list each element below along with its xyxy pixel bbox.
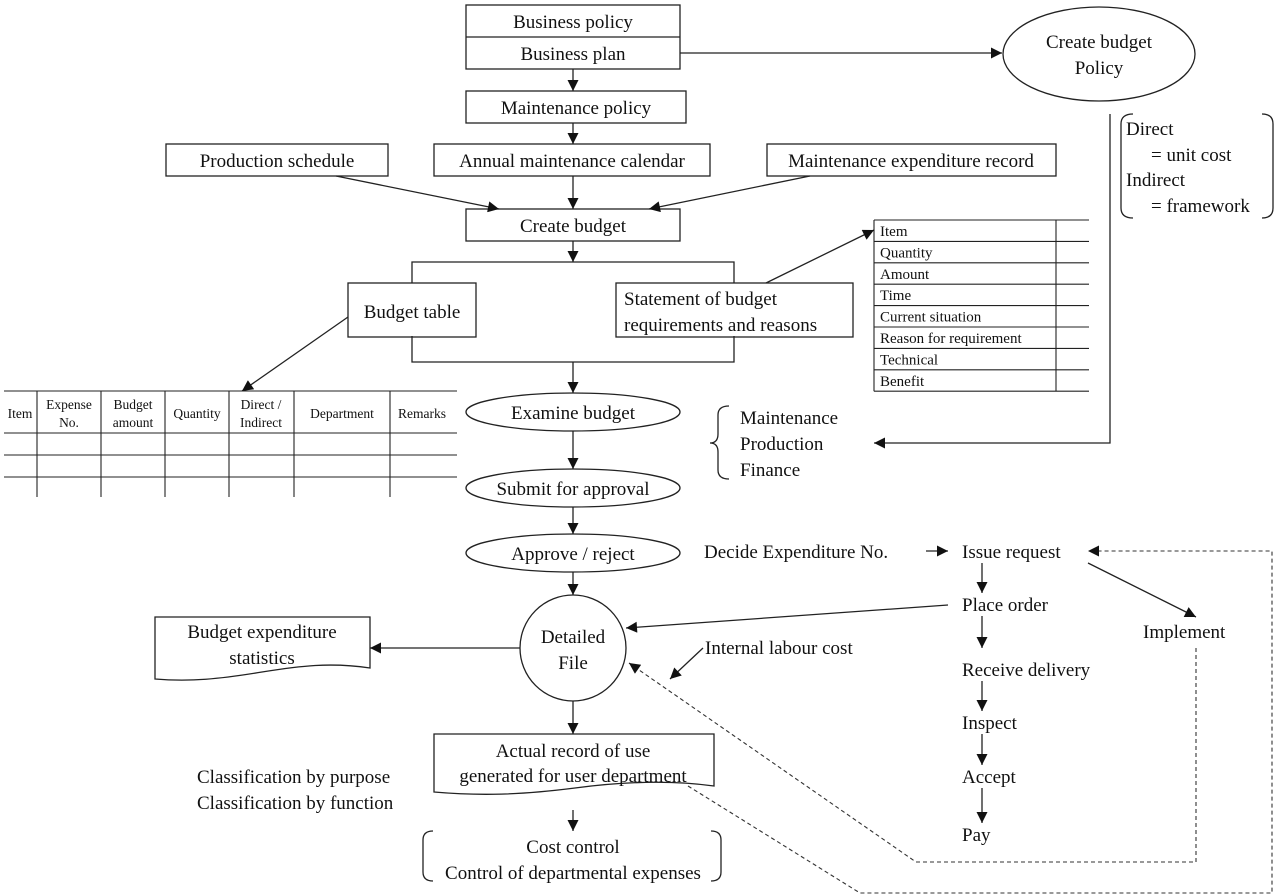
inspect-label: Inspect (962, 713, 1018, 734)
stats-label-2: statistics (229, 648, 294, 669)
col-direct-indirect-1: Direct / (241, 397, 282, 412)
create-budget-policy-ellipse (1002, 6, 1196, 102)
policy-note-brace-right (1261, 113, 1274, 219)
col-quantity: Quantity (173, 406, 220, 421)
policy-note-brace-left (1120, 113, 1134, 219)
detailed-file-label-2: File (558, 653, 588, 674)
issue-request-label: Issue request (962, 542, 1061, 563)
cost-control-label-1: Cost control (526, 837, 619, 858)
classification-purpose-label: Classification by purpose (197, 767, 390, 788)
policy-note-direct-value: = unit cost (1151, 145, 1232, 166)
statement-item-label: Reason for requirement (880, 331, 1022, 347)
examiner-maintenance: Maintenance (740, 408, 838, 429)
arrow-record-to-create-budget (648, 175, 811, 213)
actual-record-label-1: Actual record of use (496, 741, 651, 762)
arrow-policy-to-examiners (874, 114, 1111, 449)
col-item: Item (8, 406, 33, 421)
examiner-production: Production (740, 434, 824, 455)
statement-box (615, 282, 854, 338)
place-order-label: Place order (962, 595, 1049, 616)
stats-document-shape (154, 616, 371, 681)
actual-record-document-shape (433, 733, 715, 795)
examine-budget-label: Examine budget (511, 403, 636, 424)
col-direct-indirect-2: Indirect (240, 415, 282, 430)
statement-item-label: Amount (880, 267, 930, 283)
dashed-implement-to-file (628, 648, 1197, 863)
maintenance-policy-label: Maintenance policy (501, 98, 652, 119)
col-budget-amount-2: amount (113, 415, 154, 430)
statement-item-label: Current situation (880, 310, 982, 326)
statement-items-table (873, 219, 1089, 392)
col-department: Department (310, 406, 374, 421)
col-remarks: Remarks (398, 406, 446, 421)
cost-control-bracket-left (422, 830, 434, 882)
col-expense-no-2: No. (59, 415, 79, 430)
production-schedule-label: Production schedule (200, 151, 355, 172)
expenditure-record-box (766, 143, 1057, 177)
statement-item-label: Item (880, 224, 908, 240)
approve-reject-label: Approve / reject (511, 544, 635, 565)
policy-note-direct: Direct (1126, 119, 1174, 140)
col-expense-no-1: Expense (46, 397, 92, 412)
annual-calendar-label: Annual maintenance calendar (459, 151, 685, 172)
business-policy-label: Business policy (513, 12, 633, 33)
statement-label-2: requirements and reasons (624, 315, 817, 336)
budget-table-label: Budget table (364, 302, 461, 323)
statement-item-label: Benefit (880, 374, 925, 390)
arrow-statement-to-items (765, 229, 875, 284)
arrow-budget-table-to-grid (241, 316, 349, 392)
actual-record-label-2: generated for user department (459, 766, 687, 787)
examiners-brace (709, 405, 730, 480)
arrow-labour-cost-to-file (669, 647, 704, 680)
arrow-schedule-to-create-budget (335, 175, 500, 213)
submit-approval-label: Submit for approval (496, 479, 649, 500)
policy-note-indirect: Indirect (1126, 170, 1186, 191)
detailed-file-label-1: Detailed (541, 627, 606, 648)
budget-table-box (347, 282, 477, 338)
maintenance-policy-box (465, 90, 687, 124)
arrow-issue-to-implement (1087, 562, 1197, 618)
decide-expenditure-label: Decide Expenditure No. (704, 542, 888, 563)
col-budget-amount-1: Budget (114, 397, 153, 412)
statement-label-1: Statement of budget (624, 289, 778, 310)
receive-delivery-label: Receive delivery (962, 660, 1091, 681)
arrow-order-to-file (625, 604, 949, 633)
production-schedule-box (165, 143, 389, 177)
cost-control-bracket-right (710, 830, 722, 882)
split-bracket-top (411, 261, 735, 283)
annual-calendar-box (433, 143, 711, 177)
budget-table-grid (4, 390, 457, 497)
expenditure-record-label: Maintenance expenditure record (788, 151, 1034, 172)
pay-label: Pay (962, 825, 991, 846)
business-plan-label: Business plan (520, 44, 626, 65)
stats-label-1: Budget expenditure (187, 622, 336, 643)
statement-item-label: Quantity (880, 245, 933, 261)
accept-label: Accept (962, 767, 1017, 788)
implement-label: Implement (1143, 622, 1226, 643)
dashed-actual-to-issue (687, 545, 1273, 894)
examiner-finance: Finance (740, 460, 800, 481)
create-budget-label: Create budget (520, 216, 627, 237)
budget-policy-label-1: Create budget (1046, 32, 1153, 53)
cost-control-label-2: Control of departmental expenses (445, 863, 701, 884)
statement-item-label: Time (880, 288, 911, 304)
detailed-file-circle (519, 594, 627, 702)
budget-policy-label-2: Policy (1075, 58, 1124, 79)
internal-labour-cost-label: Internal labour cost (705, 638, 853, 659)
split-bracket-bottom (411, 336, 735, 363)
classification-function-label: Classification by function (197, 793, 394, 814)
policy-note-indirect-value: = framework (1151, 196, 1250, 217)
statement-item-label: Technical (880, 352, 938, 368)
